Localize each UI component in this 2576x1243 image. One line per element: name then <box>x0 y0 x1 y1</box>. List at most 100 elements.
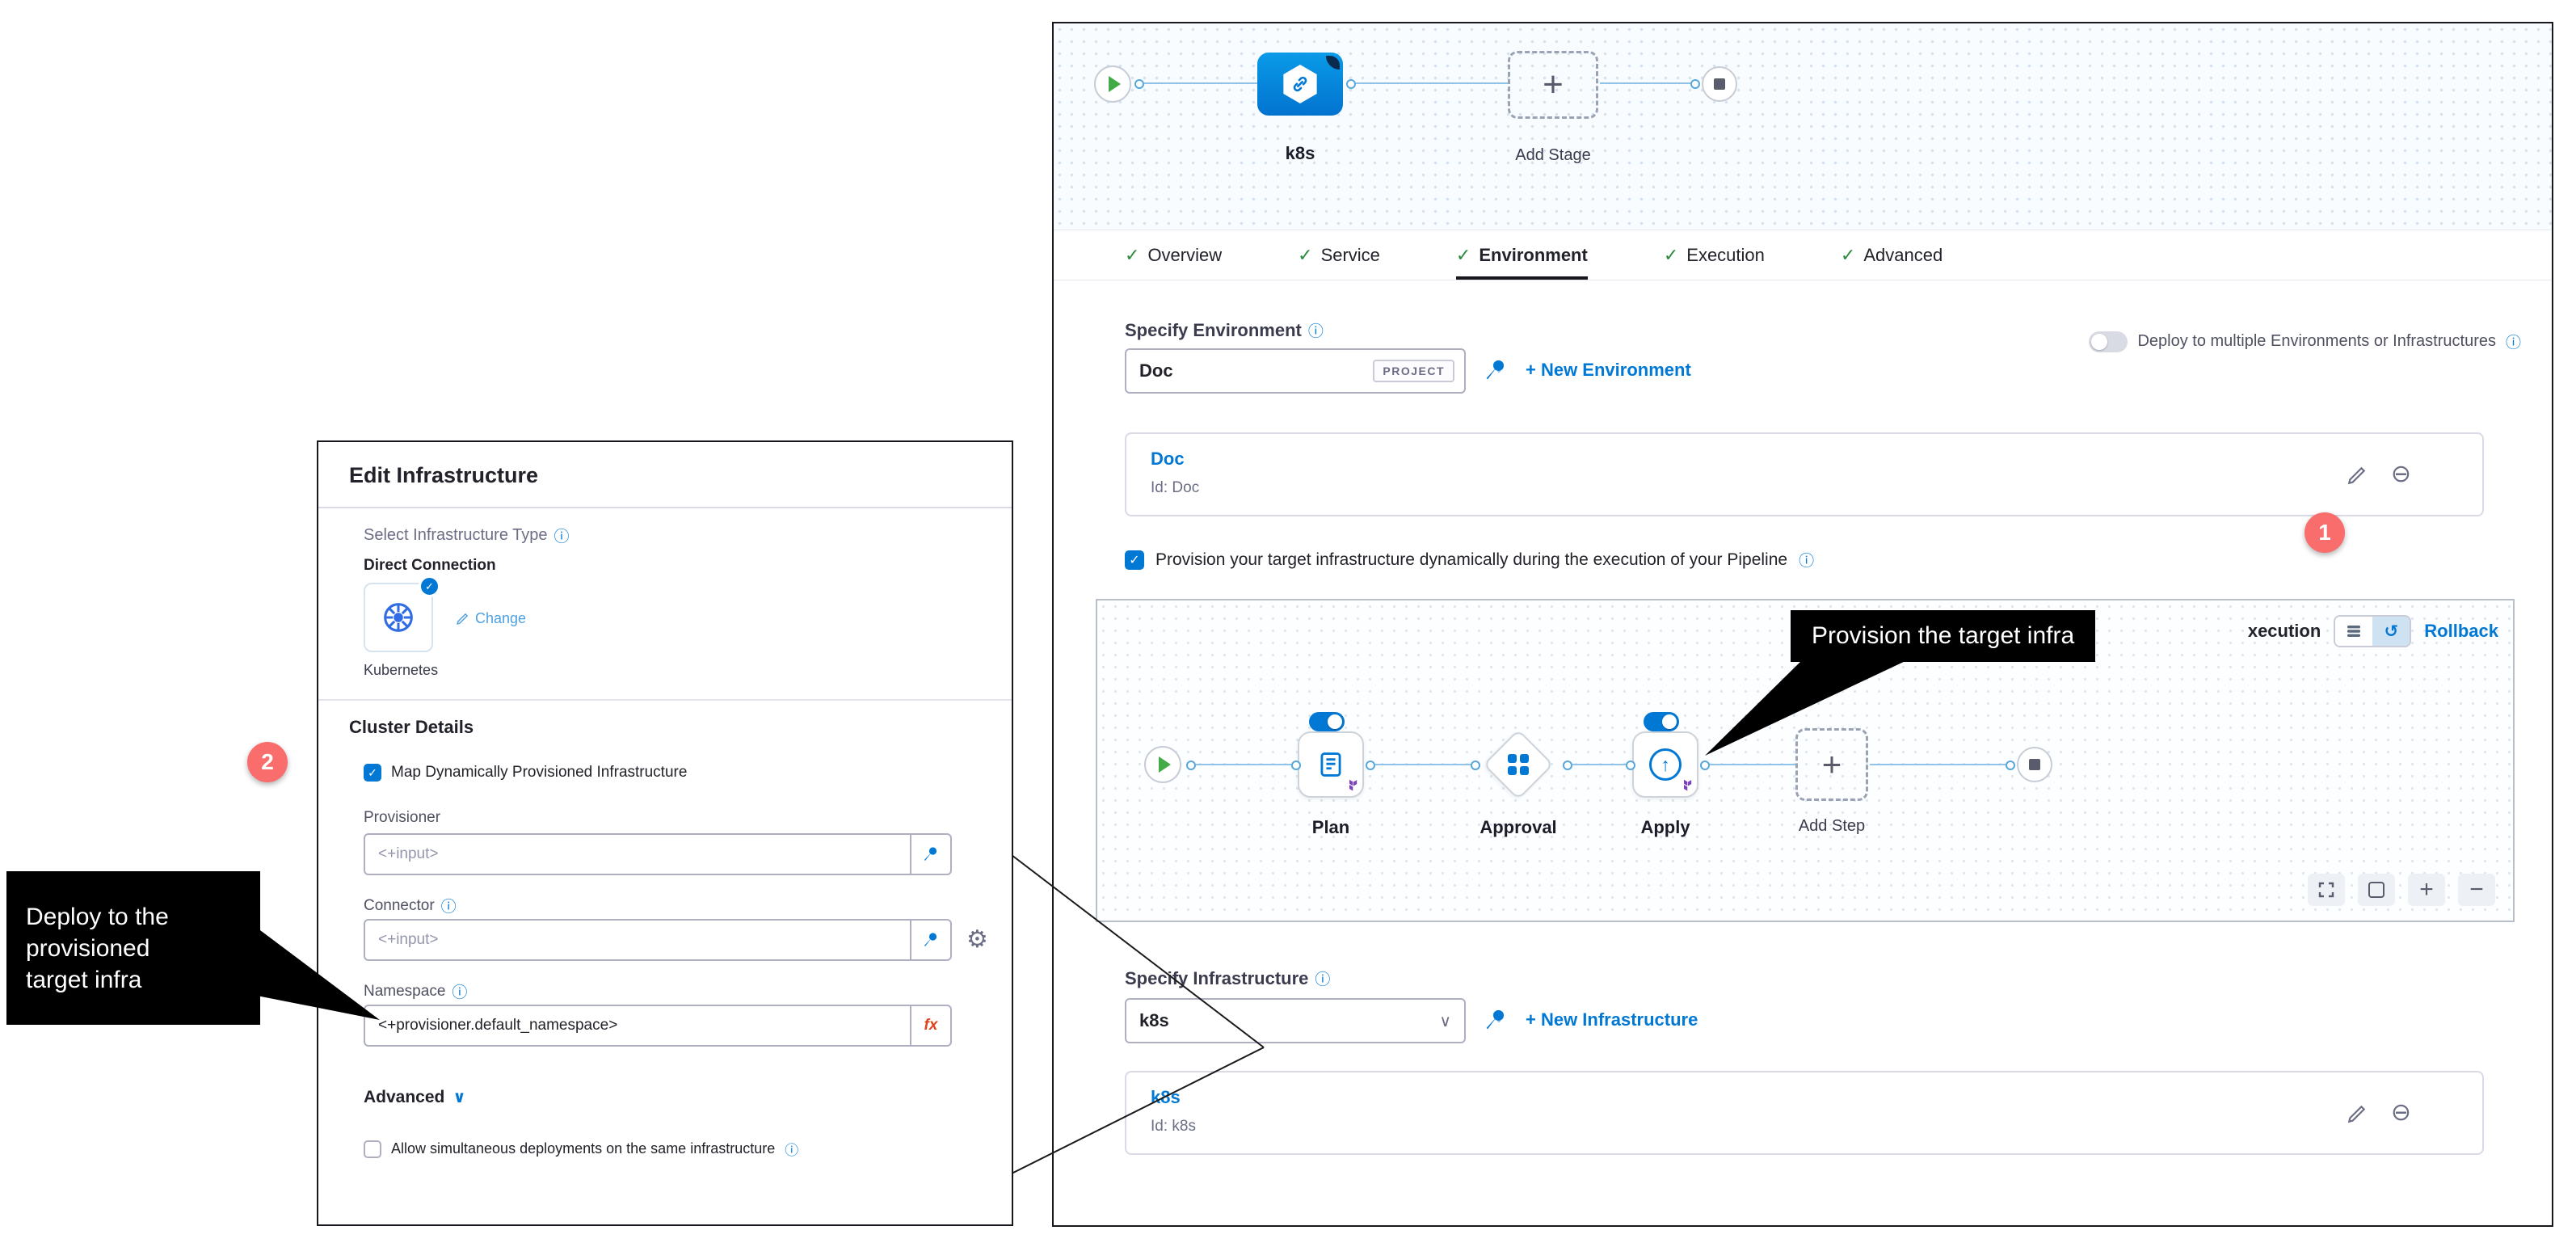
tab-environment[interactable]: ✓ Environment <box>1455 230 1588 280</box>
graph-line <box>1710 764 1795 765</box>
toggle-knob <box>1662 714 1677 729</box>
zoom-out-button[interactable]: − <box>2458 874 2495 906</box>
remove-icon[interactable]: ⊖ <box>2390 1099 2411 1126</box>
environment-card-title[interactable]: Doc <box>1151 449 1185 469</box>
divider <box>318 507 1012 508</box>
gear-icon[interactable]: ⚙ <box>966 926 988 953</box>
infrastructure-value: k8s <box>1139 1010 1169 1030</box>
namespace-input[interactable]: <+provisioner.default_namespace> fx <box>364 1005 952 1047</box>
multitype-button[interactable] <box>910 835 950 874</box>
connector-dot <box>1471 761 1480 770</box>
step-node-approval[interactable] <box>1483 729 1554 800</box>
step-node-plan[interactable] <box>1298 731 1364 798</box>
map-dynamic-infra-checkbox[interactable]: ✓ <box>364 764 381 782</box>
environment-select[interactable]: Doc PROJECT <box>1125 348 1466 394</box>
plan-step-toggle[interactable] <box>1309 712 1345 731</box>
edit-pencil-icon[interactable] <box>2347 1103 2368 1124</box>
connector-input[interactable]: <+input> <box>364 919 952 961</box>
info-icon[interactable]: ⓘ <box>1315 971 1331 988</box>
annotation-badge-1-text: 1 <box>2318 520 2331 545</box>
zoom-out-icon: − <box>2469 876 2484 903</box>
pin-icon[interactable] <box>1482 1006 1509 1034</box>
namespace-label-row: Namespace ⓘ <box>364 980 467 1002</box>
connector-dot <box>1563 761 1572 770</box>
infrastructure-card[interactable]: k8s Id: k8s ⊖ <box>1125 1071 2484 1155</box>
check-icon: ✓ <box>368 765 377 779</box>
step-label-apply: Apply <box>1640 817 1690 837</box>
connector-label: Connector <box>364 896 435 914</box>
stop-icon <box>1714 78 1725 90</box>
multitype-button[interactable]: fx <box>910 1006 950 1045</box>
tab-advanced[interactable]: ✓ Advanced <box>1841 230 1943 280</box>
info-icon[interactable]: ⓘ <box>1799 553 1815 570</box>
link-icon <box>1293 76 1307 92</box>
connector-dot <box>1626 761 1635 770</box>
zoom-in-button[interactable]: + <box>2408 874 2445 906</box>
map-dynamic-infra-row: ✓ Map Dynamically Provisioned Infrastruc… <box>364 764 687 782</box>
multi-deploy-toggle[interactable] <box>2089 331 2128 352</box>
plus-icon: + <box>1543 65 1564 104</box>
info-icon[interactable]: ⓘ <box>554 529 570 546</box>
info-icon[interactable]: ⓘ <box>785 1143 799 1158</box>
graph-line <box>1375 764 1471 765</box>
multi-deploy-toggle-row: Deploy to multiple Environments or Infra… <box>2089 331 2521 352</box>
connector-value: <+input> <box>378 931 439 948</box>
rollback-label[interactable]: Rollback <box>2424 621 2498 641</box>
pipeline-stage-panel: k8s + Add Stage ✓ Overview ✓ Service <box>1052 22 2553 1227</box>
pipeline-start-node <box>1094 65 1131 103</box>
info-icon[interactable]: ⓘ <box>1307 323 1324 340</box>
info-icon[interactable]: ⓘ <box>440 899 457 916</box>
simultaneous-deploy-checkbox[interactable] <box>364 1140 381 1158</box>
connector-label-row: Connector ⓘ <box>364 895 457 916</box>
advanced-section-toggle[interactable]: Advanced ∨ <box>364 1087 466 1107</box>
provision-dynamically-row: ✓ Provision your target infrastructure d… <box>1125 549 1814 571</box>
annotation-callout-deploy: Deploy to the provisioned target infra <box>6 871 260 1025</box>
step-node-apply[interactable]: ↑ <box>1632 731 1698 798</box>
check-icon: ✓ <box>1455 244 1471 265</box>
info-icon[interactable]: ⓘ <box>452 984 468 1001</box>
edit-pencil-icon[interactable] <box>2347 465 2368 486</box>
modal-title: Edit Infrastructure <box>349 463 539 487</box>
remove-icon[interactable]: ⊖ <box>2390 461 2411 487</box>
provisioner-input[interactable]: <+input> <box>364 833 952 875</box>
info-icon[interactable]: ⓘ <box>2505 335 2521 352</box>
new-environment-link[interactable]: + New Environment <box>1526 360 1691 380</box>
execution-view-button[interactable] <box>2335 617 2373 646</box>
graph-line <box>1870 764 2006 765</box>
add-stage-button[interactable]: + <box>1508 51 1598 119</box>
execution-canvas[interactable]: xecution ↺ Rollback Provision the target… <box>1096 599 2515 922</box>
add-step-button[interactable]: + <box>1795 728 1868 801</box>
new-infrastructure-link[interactable]: + New Infrastructure <box>1526 1009 1698 1030</box>
infrastructure-select[interactable]: k8s ∨ <box>1125 998 1466 1043</box>
multitype-button[interactable] <box>910 921 950 959</box>
check-icon: ✓ <box>425 579 434 592</box>
stage-node-k8s[interactable] <box>1257 53 1343 116</box>
change-link[interactable]: Change <box>475 610 527 626</box>
reset-selection-button[interactable] <box>2358 874 2395 906</box>
tab-label: Service <box>1320 244 1380 265</box>
stage-graph-canvas[interactable]: k8s + Add Stage <box>1054 23 2552 230</box>
tab-service[interactable]: ✓ Service <box>1298 230 1380 280</box>
provision-checkbox[interactable]: ✓ <box>1125 550 1144 570</box>
infrastructure-card-title[interactable]: k8s <box>1151 1087 1181 1107</box>
annotation-callout-provision-text: Provision the target infra <box>1812 622 2075 649</box>
change-link-row[interactable]: Change <box>456 610 526 627</box>
annotation-callout-deploy-text: Deploy to the provisioned target infra <box>26 903 169 993</box>
fullscreen-button[interactable] <box>2308 874 2345 906</box>
stage-hexagon-icon <box>1283 65 1317 103</box>
rollback-view-button[interactable]: ↺ <box>2372 617 2410 646</box>
pin-icon[interactable] <box>1482 356 1509 384</box>
up-arrow-icon: ↑ <box>1661 753 1670 775</box>
environment-card[interactable]: Doc Id: Doc ⊖ <box>1125 432 2484 516</box>
kubernetes-tile[interactable]: ✓ <box>364 575 440 652</box>
tab-execution[interactable]: ✓ Execution <box>1664 230 1765 280</box>
tab-label: Overview <box>1147 244 1223 265</box>
tab-overview[interactable]: ✓ Overview <box>1125 230 1222 280</box>
check-icon: ✓ <box>1129 553 1140 567</box>
specify-infrastructure-label-row: Specify Infrastructure ⓘ <box>1125 967 1330 989</box>
infra-type-label: Select Infrastructure Type <box>364 526 548 544</box>
toggle-knob <box>1328 714 1342 729</box>
apply-step-toggle[interactable] <box>1644 712 1679 731</box>
play-icon <box>1109 76 1121 92</box>
connector-dot <box>1366 761 1375 770</box>
